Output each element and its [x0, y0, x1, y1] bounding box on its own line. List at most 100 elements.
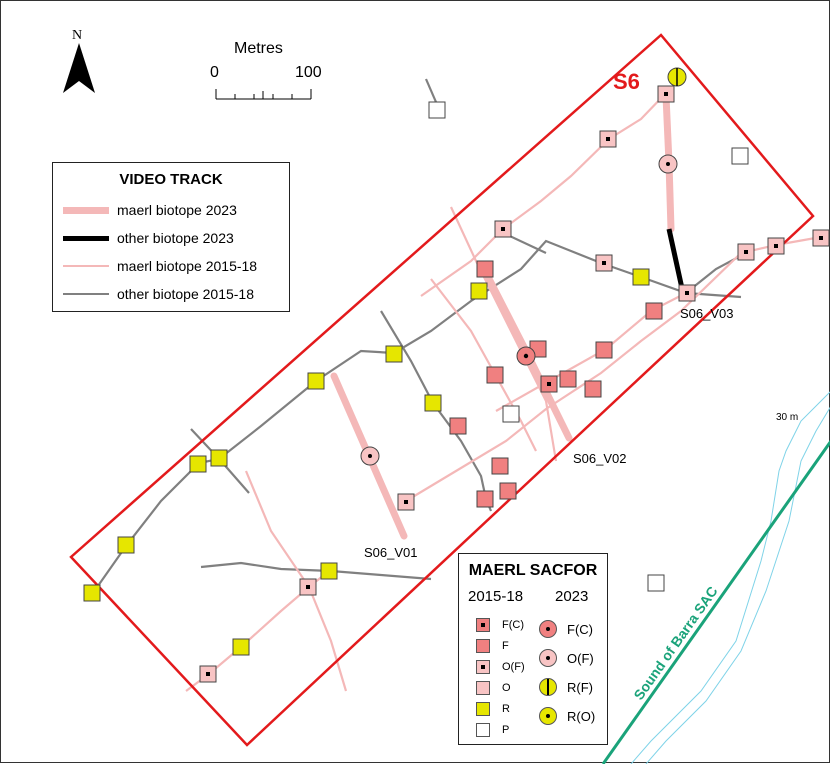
- sample-f: [476, 490, 494, 508]
- north-arrow-icon: N: [63, 28, 95, 93]
- legend-col-2023: 2023: [555, 588, 589, 605]
- sample-r: [83, 584, 101, 602]
- sample-r: [320, 562, 338, 580]
- legend-item-2023: F(C): [539, 618, 593, 640]
- legend-item-2023: R(O): [539, 705, 595, 727]
- legend-swatch: [63, 206, 109, 214]
- sample-center-dots: [206, 92, 823, 676]
- sample-r: [117, 536, 135, 554]
- sample-f: [595, 341, 613, 359]
- legend-label: other biotope 2015-18: [117, 286, 254, 302]
- legend-circle-swatch: [539, 649, 557, 667]
- track: [450, 206, 558, 462]
- sample-f: [449, 417, 467, 435]
- legend-circle-swatch: [539, 620, 557, 638]
- scale-min: 0: [210, 64, 219, 81]
- legend-item-2015: O: [476, 679, 511, 697]
- legend-item-2015: O(F): [476, 658, 525, 676]
- legend-square-swatch: [476, 723, 490, 737]
- legend-col-2015: 2015-18: [468, 588, 524, 605]
- legend-item-other-2023: other biotope 2023: [63, 227, 234, 249]
- legend-label: F(C): [567, 621, 593, 637]
- sample-r: [210, 449, 228, 467]
- sample-r: [232, 638, 250, 656]
- sample-r: [424, 394, 442, 412]
- video-track-legend: VIDEO TRACK maerl biotope 2023 other bio…: [52, 162, 290, 312]
- track: [244, 470, 348, 692]
- sample-p: [731, 147, 749, 165]
- other-biotope-2023-track: [666, 228, 686, 294]
- legend-label: other biotope 2023: [117, 230, 234, 246]
- sample-2023-centers: [368, 162, 670, 458]
- legend-label: F(C): [502, 619, 524, 631]
- scale-title: Metres: [234, 40, 283, 57]
- scale-max: 100: [295, 64, 322, 81]
- sample-r: [632, 268, 650, 286]
- legend-title: MAERL SACFOR: [468, 562, 598, 579]
- legend-square-swatch: [476, 681, 490, 695]
- depth-contour-line: [645, 406, 830, 765]
- sample-f: [486, 366, 504, 384]
- sample-f: [476, 260, 494, 278]
- sample-f: [499, 482, 517, 500]
- legend-label: O(F): [502, 661, 525, 673]
- legend-item-2015: F: [476, 637, 509, 655]
- legend-swatch: [63, 265, 109, 267]
- legend-square-swatch: [476, 639, 490, 653]
- legend-label: maerl biotope 2015-18: [117, 258, 258, 274]
- sample-r: [470, 282, 488, 300]
- site-label: S6: [613, 69, 640, 94]
- legend-item-2015: F(C): [476, 616, 524, 634]
- legend-label: R(F): [567, 679, 593, 695]
- sample-f: [645, 302, 663, 320]
- legend-item-maerl-2023: maerl biotope 2023: [63, 199, 237, 221]
- legend-label: F: [502, 640, 509, 652]
- legend-swatch: [63, 235, 109, 241]
- sample-p: [647, 574, 665, 592]
- sample-f: [584, 380, 602, 398]
- legend-item-other-2015: other biotope 2015-18: [63, 283, 254, 305]
- track-label-v02: S06_V02: [573, 451, 627, 466]
- sacfor-2015-18-samples: [83, 85, 830, 683]
- sample-r: [385, 345, 403, 363]
- legend-label: R(O): [567, 708, 596, 724]
- legend-title: VIDEO TRACK: [119, 171, 223, 188]
- legend-swatch: [63, 293, 109, 295]
- legend-label: P: [502, 724, 510, 736]
- depth-contour-line: [630, 391, 830, 765]
- sample-p: [502, 405, 520, 423]
- depth-label: 30 m: [776, 412, 798, 423]
- sac-label: Sound of Barra SAC: [630, 583, 720, 702]
- track-label-v01: S06_V01: [364, 545, 418, 560]
- track: [405, 235, 822, 502]
- legend-circle-swatch: [539, 678, 557, 696]
- sample-r: [307, 372, 325, 390]
- sample-f: [491, 457, 509, 475]
- legend-item-maerl-2015: maerl biotope 2015-18: [63, 255, 257, 277]
- track: [430, 278, 537, 452]
- scale-bar: [215, 89, 312, 100]
- legend-item-2015: R: [476, 700, 510, 718]
- legend-label: R: [502, 703, 510, 715]
- legend-label: maerl biotope 2023: [117, 202, 237, 218]
- legend-item-2015: P: [476, 721, 509, 739]
- legend-square-swatch: [476, 618, 490, 632]
- legend-square-swatch: [476, 660, 490, 674]
- legend-circle-swatch: [539, 707, 557, 725]
- legend-item-2023: R(F): [539, 676, 593, 698]
- north-label: N: [72, 28, 82, 43]
- sample-p: [428, 101, 446, 119]
- track-label-v03: S06_V03: [680, 306, 734, 321]
- sample-f: [559, 370, 577, 388]
- legend-square-swatch: [476, 702, 490, 716]
- sample-r: [189, 455, 207, 473]
- legend-label: O: [502, 682, 511, 694]
- track: [200, 561, 432, 581]
- sac-boundary-line: [601, 440, 830, 765]
- legend-item-2023: O(F): [539, 647, 594, 669]
- legend-label: O(F): [567, 650, 594, 666]
- site-s6-boundary: [69, 33, 815, 747]
